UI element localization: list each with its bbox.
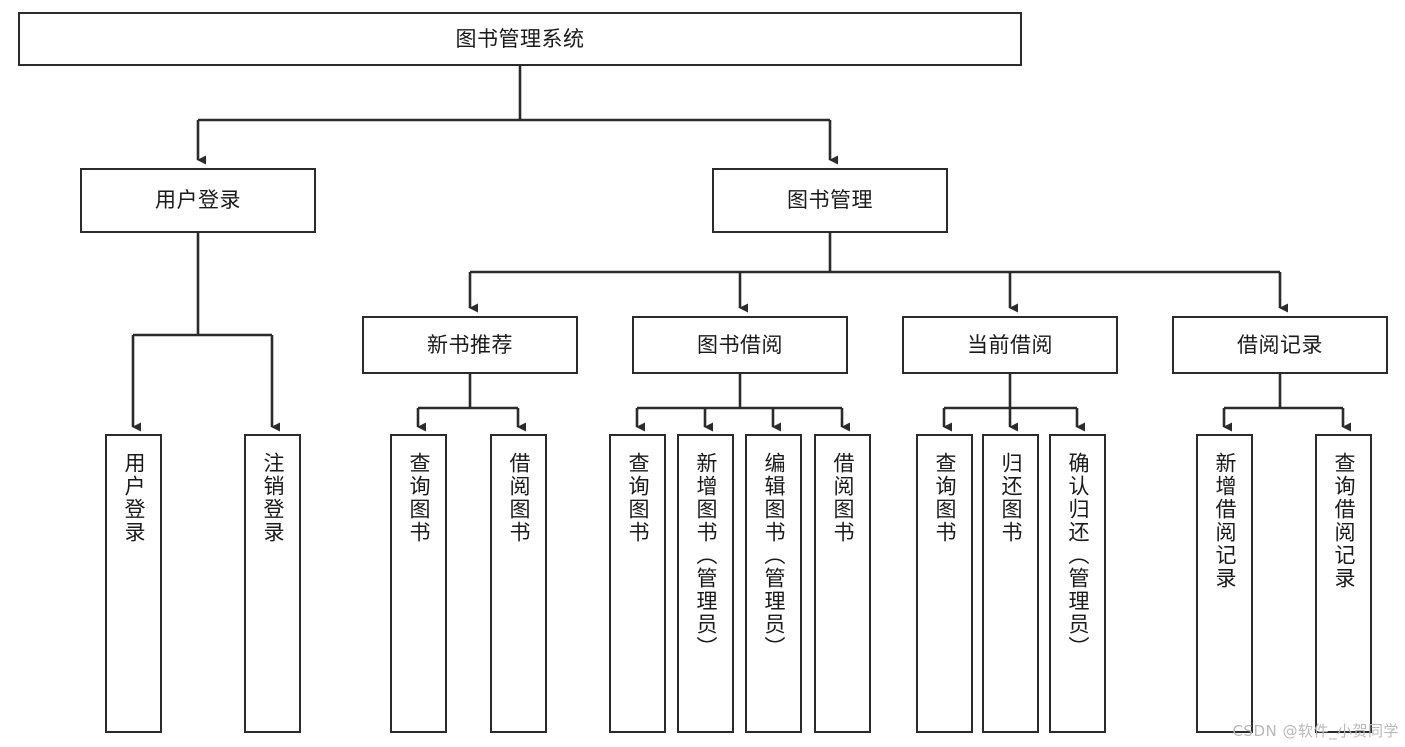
leaf-current-borrow-query-book[interactable]: 查询图书	[916, 434, 973, 733]
node-label: 借阅图书	[830, 452, 855, 544]
leaf-new-book-query-book[interactable]: 查询图书	[390, 434, 447, 733]
leaf-book-borrow-edit-book-admin[interactable]: 编辑图书（管理员）	[745, 434, 802, 733]
node-label: 图书管理	[787, 188, 873, 213]
node-label: 新增借阅记录	[1212, 452, 1237, 590]
node-label: 图书管理系统	[455, 26, 585, 51]
node-label: 查询图书	[625, 452, 650, 544]
node-label: 查询借阅记录	[1331, 452, 1356, 590]
node-label: 图书借阅	[697, 332, 783, 357]
leaf-borrow-record-query-record[interactable]: 查询借阅记录	[1315, 434, 1372, 733]
node-label: 借阅图书	[506, 452, 531, 544]
node-root-system[interactable]: 图书管理系统	[18, 12, 1022, 66]
leaf-new-book-borrow-book[interactable]: 借阅图书	[490, 434, 547, 733]
leaf-user-login-logout[interactable]: 注销登录	[244, 434, 301, 733]
node-label: 编辑图书（管理员）	[761, 452, 786, 659]
node-label: 注销登录	[260, 452, 285, 544]
node-label: 用户登录	[155, 188, 241, 213]
leaf-current-borrow-confirm-return-admin[interactable]: 确认归还（管理员）	[1049, 434, 1106, 733]
leaf-borrow-record-add-record[interactable]: 新增借阅记录	[1196, 434, 1253, 733]
node-label: 用户登录	[121, 452, 146, 544]
leaf-user-login-login[interactable]: 用户登录	[105, 434, 162, 733]
node-borrow-record[interactable]: 借阅记录	[1172, 316, 1388, 374]
node-label: 归还图书	[998, 452, 1023, 544]
node-book-borrow[interactable]: 图书借阅	[632, 316, 848, 374]
node-label: 新增图书（管理员）	[693, 452, 718, 659]
node-book-management[interactable]: 图书管理	[712, 168, 948, 233]
leaf-book-borrow-add-book-admin[interactable]: 新增图书（管理员）	[677, 434, 734, 733]
node-label: 查询图书	[932, 452, 957, 544]
node-new-book-recommend[interactable]: 新书推荐	[362, 316, 578, 374]
node-label: 确认归还（管理员）	[1065, 452, 1090, 659]
node-label: 查询图书	[406, 452, 431, 544]
node-current-borrow[interactable]: 当前借阅	[902, 316, 1118, 374]
leaf-book-borrow-query-book[interactable]: 查询图书	[609, 434, 666, 733]
leaf-current-borrow-return-book[interactable]: 归还图书	[982, 434, 1039, 733]
node-user-login[interactable]: 用户登录	[80, 168, 316, 233]
node-label: 当前借阅	[967, 332, 1053, 357]
node-label: 借阅记录	[1237, 332, 1323, 357]
leaf-book-borrow-borrow-book[interactable]: 借阅图书	[814, 434, 871, 733]
node-label: 新书推荐	[427, 332, 513, 357]
csdn-watermark: CSDN @软件_小贺同学	[1232, 722, 1399, 740]
